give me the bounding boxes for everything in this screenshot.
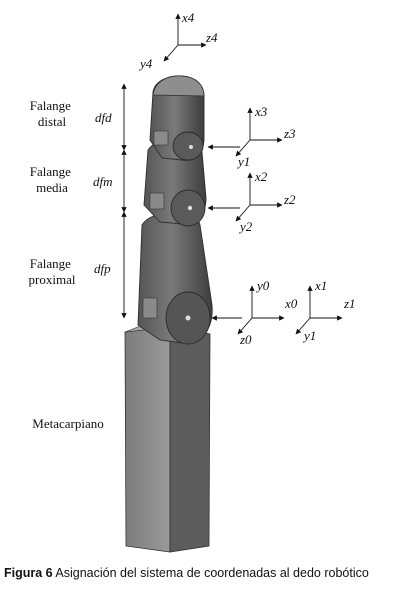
- axis-label-y1-top: y1: [236, 154, 250, 169]
- distal-tab: [153, 130, 169, 146]
- dim-label-proximal: dfp: [94, 261, 111, 276]
- frame-tip: [163, 13, 207, 62]
- finger-body: [137, 75, 213, 345]
- frame-joint2: [207, 172, 283, 222]
- axis-label-x3: x3: [254, 104, 268, 119]
- axis-label-x4: x4: [181, 10, 195, 25]
- axis-label-y1: y1: [302, 328, 316, 343]
- distal-joint-pin: [189, 145, 193, 149]
- axis-label-y0: y0: [255, 278, 270, 293]
- dim-label-media: dfm: [93, 174, 113, 189]
- axis-label-x0: x0: [284, 296, 298, 311]
- axis-label-z1: z1: [343, 296, 356, 311]
- middle-tab: [149, 192, 165, 210]
- label-metacarpiano: Metacarpiano: [32, 416, 103, 431]
- axis-label-y2: y2: [238, 219, 253, 234]
- axis-label-z3: z3: [283, 126, 296, 141]
- axis-label-x1: x1: [314, 278, 327, 293]
- axis-label-z4: z4: [205, 30, 218, 45]
- metacarpal-block: [124, 322, 211, 553]
- middle-joint-pin: [187, 205, 193, 211]
- proximal-joint-pin: [185, 315, 191, 321]
- metacarpal-front-face: [124, 326, 171, 553]
- frame-joint0: [211, 285, 285, 335]
- distal-joint: [172, 131, 204, 161]
- label-media: Falange media: [30, 164, 74, 195]
- figure-caption: Figura 6 Asignación del sistema de coord…: [4, 566, 418, 580]
- frame-joint3: [207, 107, 283, 157]
- label-proximal: Falange proximal: [29, 256, 76, 287]
- axis-label-x2: x2: [254, 169, 268, 184]
- axis-label-z0: z0: [239, 332, 252, 347]
- proximal-tab: [142, 297, 158, 319]
- metacarpal-side-face: [169, 326, 211, 553]
- fingertip-cap: [152, 75, 205, 97]
- axis-label-y4: y4: [138, 56, 153, 71]
- label-distal: Falange distal: [30, 98, 74, 129]
- axis-label-z2: z2: [283, 192, 296, 207]
- figure-caption-text: Asignación del sistema de coordenadas al…: [52, 566, 369, 580]
- figure-caption-label: Figura 6: [4, 566, 53, 580]
- dim-label-distal: dfd: [95, 110, 112, 125]
- frame-base: [295, 285, 343, 335]
